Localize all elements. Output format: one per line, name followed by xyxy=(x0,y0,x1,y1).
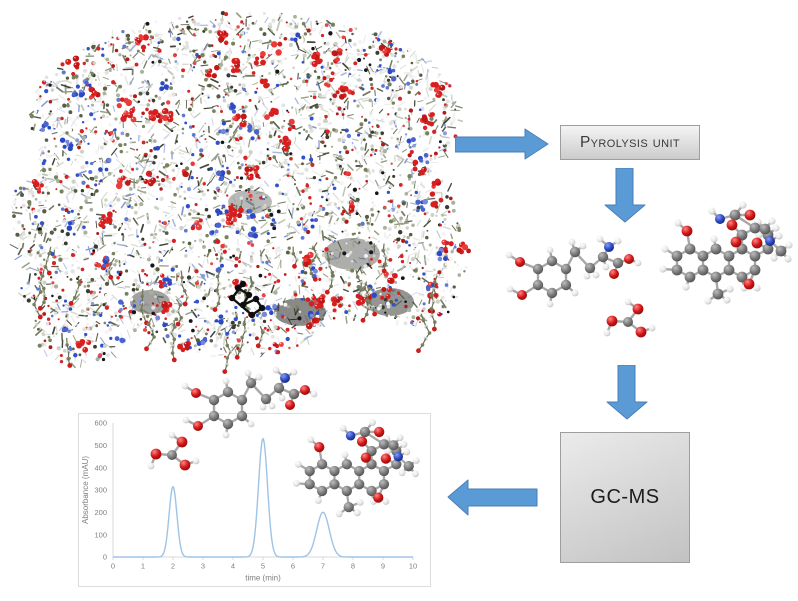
tetracycline-like-molecule xyxy=(658,200,794,306)
carbonic-acid-molecule-on-chart xyxy=(146,430,201,472)
chromatogram-curve xyxy=(112,437,414,558)
arrow-biomass-to-pyrolysis-icon xyxy=(455,128,549,160)
tetracycline-like-molecule-on-chart xyxy=(291,417,421,519)
biomass-molecule-image xyxy=(9,11,471,374)
pyrolysis-unit-box: Pyrolysis unit xyxy=(560,125,700,160)
arrow-gcms-to-chromatogram-icon xyxy=(447,479,538,516)
y-axis-title: Absorbance (mAU) xyxy=(81,456,90,524)
arrow-pyrolysis-to-products-icon xyxy=(604,168,646,223)
x-axis-title: time (min) xyxy=(245,574,281,583)
pyrolysis-unit-label: Pyrolysis unit xyxy=(579,133,681,151)
arrow-products-to-gcms-icon xyxy=(606,365,648,420)
gcms-box: GC-MS xyxy=(560,432,690,563)
gcms-label: GC-MS xyxy=(590,486,660,508)
